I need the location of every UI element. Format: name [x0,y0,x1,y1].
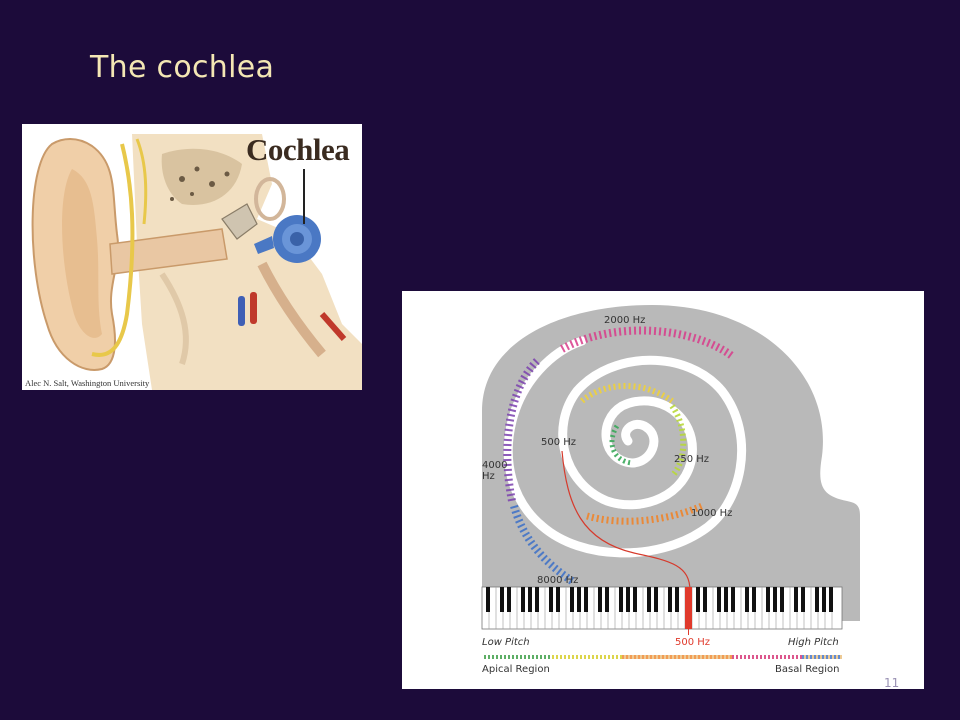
label-1000hz: 1000 Hz [691,508,733,519]
legend-low-pitch: Low Pitch [482,637,530,648]
legend-apical-region: Apical Region [482,664,550,675]
ear-drawing [22,124,362,390]
piano-spiral-drawing [402,291,924,689]
cochlea-label: Cochlea [246,132,350,167]
image-credit: Alec N. Salt, Washington University [25,378,150,388]
ear-anatomy-illustration: Cochlea Alec N. Salt, Washington Univers… [22,124,362,390]
legend-500hz-marker: 500 Hz [675,637,711,648]
label-8000hz: 8000 Hz [537,575,579,586]
label-4000-line2: Hz [482,471,495,482]
legend-basal-region: Basal Region [775,664,840,675]
page-number: 11 [884,676,900,690]
label-500hz: 500 Hz [541,437,577,448]
label-2000hz: 2000 Hz [604,315,646,326]
legend-high-pitch: High Pitch [788,637,839,648]
label-4000-line1: 4000 [482,460,508,471]
cochlea-piano-diagram: 2000 Hz 500 Hz 4000 Hz 250 Hz 1000 Hz 80… [402,291,924,689]
slide-title: The cochlea [90,50,275,85]
label-250hz: 250 Hz [674,454,710,465]
